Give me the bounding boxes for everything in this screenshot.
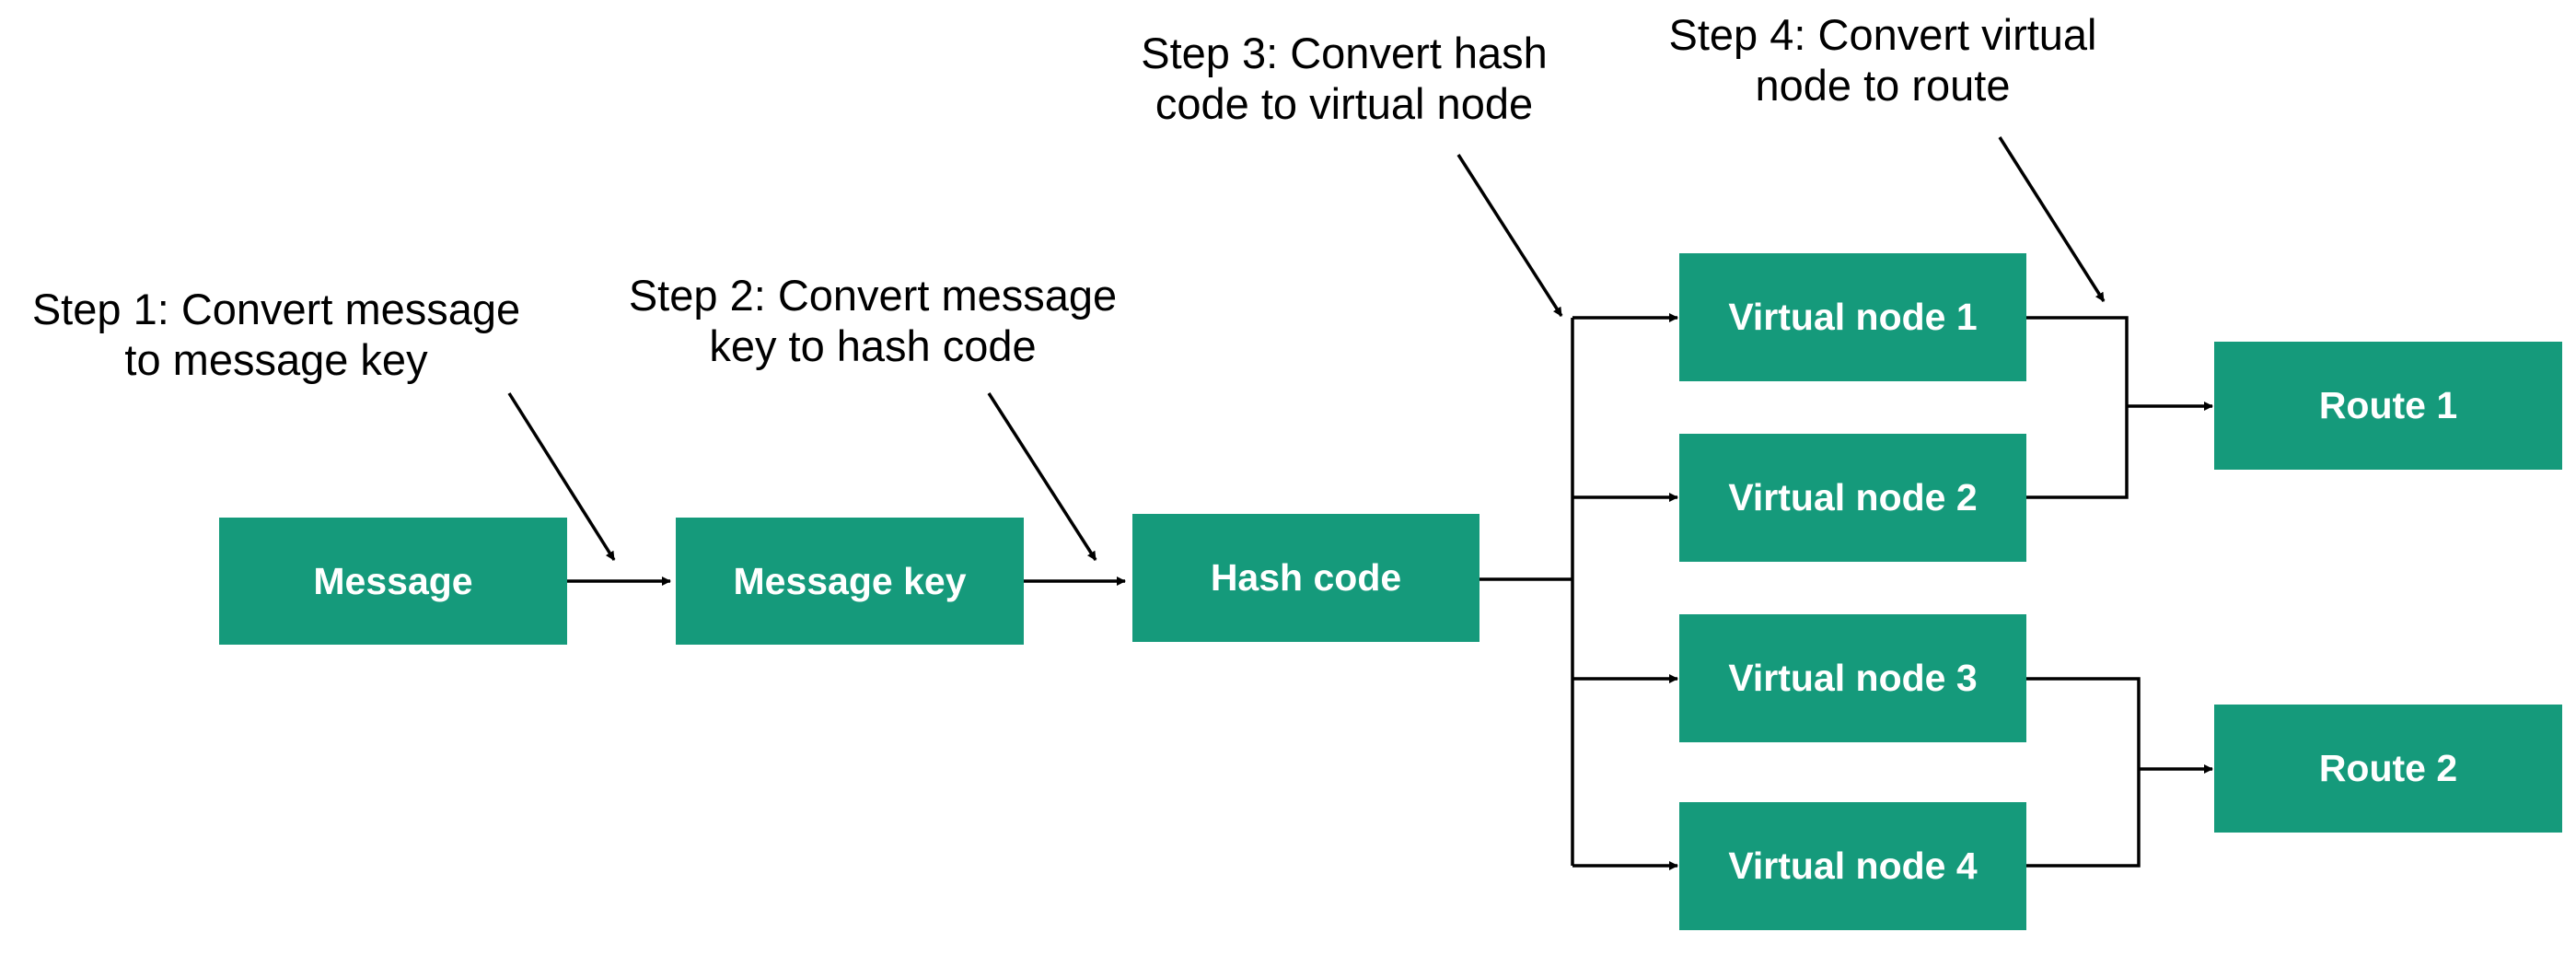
step1-pointer — [507, 392, 616, 561]
step4-line2: node to route — [1755, 61, 2011, 110]
hash-code-node: Hash code — [1132, 514, 1479, 642]
step2-pointer — [987, 392, 1097, 561]
line-vnode1-merge — [2025, 316, 2129, 499]
virtual-node-4: Virtual node 4 — [1679, 802, 2026, 930]
step3-label: Step 3: Convert hash code to virtual nod… — [1086, 28, 1602, 129]
virtual-node-1: Virtual node 1 — [1679, 253, 2026, 381]
step2-label: Step 2: Convert message key to hash code — [597, 270, 1149, 371]
step4-label: Step 4: Convert virtual node to route — [1625, 9, 2141, 111]
step4-pointer — [1998, 136, 2106, 302]
step3-line2: code to virtual node — [1155, 79, 1534, 128]
message-key-node: Message key — [676, 518, 1024, 645]
route-1-node: Route 1 — [2214, 342, 2562, 470]
step2-line1: Step 2: Convert message — [628, 271, 1118, 320]
step3-line1: Step 3: Convert hash — [1141, 29, 1548, 77]
step1-label: Step 1: Convert message to message key — [0, 284, 552, 385]
route-2-node: Route 2 — [2214, 705, 2562, 833]
message-node: Message — [219, 518, 567, 645]
step2-line2: key to hash code — [709, 321, 1037, 370]
step3-pointer — [1456, 154, 1563, 317]
step4-line1: Step 4: Convert virtual — [1668, 10, 2097, 59]
step1-line1: Step 1: Convert message — [31, 285, 521, 333]
virtual-node-3: Virtual node 3 — [1679, 614, 2026, 742]
virtual-node-2: Virtual node 2 — [1679, 434, 2026, 562]
step1-line2: to message key — [124, 335, 428, 384]
line-vnode3-merge — [2025, 677, 2141, 868]
